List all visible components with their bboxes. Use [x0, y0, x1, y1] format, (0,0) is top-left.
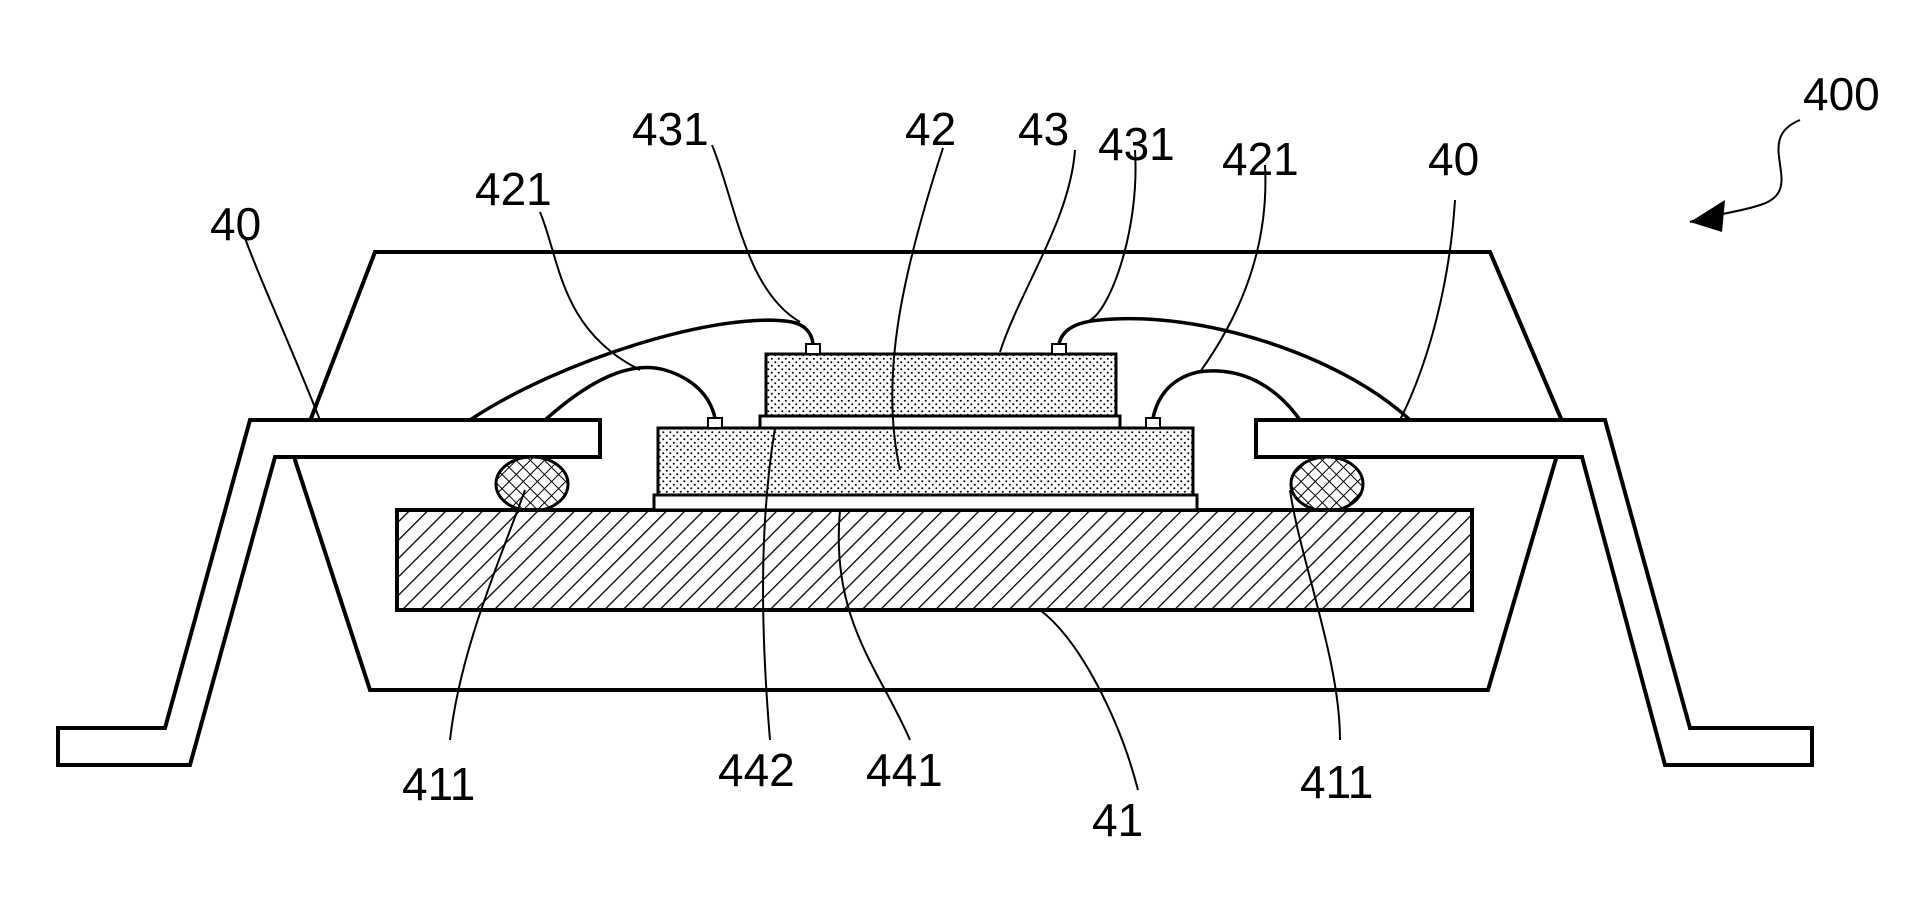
leader-40-left — [245, 238, 320, 420]
label-40-right: 40 — [1428, 133, 1479, 185]
label-431-right: 431 — [1098, 118, 1175, 170]
adhesive-lower — [654, 495, 1197, 510]
die-lower — [658, 428, 1193, 495]
label-441: 441 — [866, 744, 943, 796]
label-41: 41 — [1092, 794, 1143, 846]
label-40-left: 40 — [210, 198, 261, 250]
bond-pad — [1146, 418, 1160, 428]
solder-ball-left — [496, 457, 568, 511]
label-421-left: 421 — [475, 163, 552, 215]
label-411-right: 411 — [1300, 756, 1373, 808]
die-upper — [766, 354, 1116, 416]
arrowhead-400 — [1690, 200, 1725, 232]
bond-pad — [708, 418, 722, 428]
label-43: 43 — [1018, 103, 1069, 155]
label-411-left: 411 — [402, 758, 475, 810]
solder-ball-right — [1291, 457, 1363, 511]
label-421-right: 421 — [1222, 133, 1299, 185]
adhesive-upper — [760, 416, 1120, 428]
leader-400 — [1690, 120, 1800, 222]
label-400: 400 — [1803, 68, 1880, 120]
label-431-left: 431 — [632, 103, 709, 155]
die-pad — [397, 510, 1472, 610]
bond-pad — [806, 344, 820, 354]
bond-pad — [1052, 344, 1066, 354]
label-442: 442 — [718, 744, 795, 796]
label-42: 42 — [905, 103, 956, 155]
